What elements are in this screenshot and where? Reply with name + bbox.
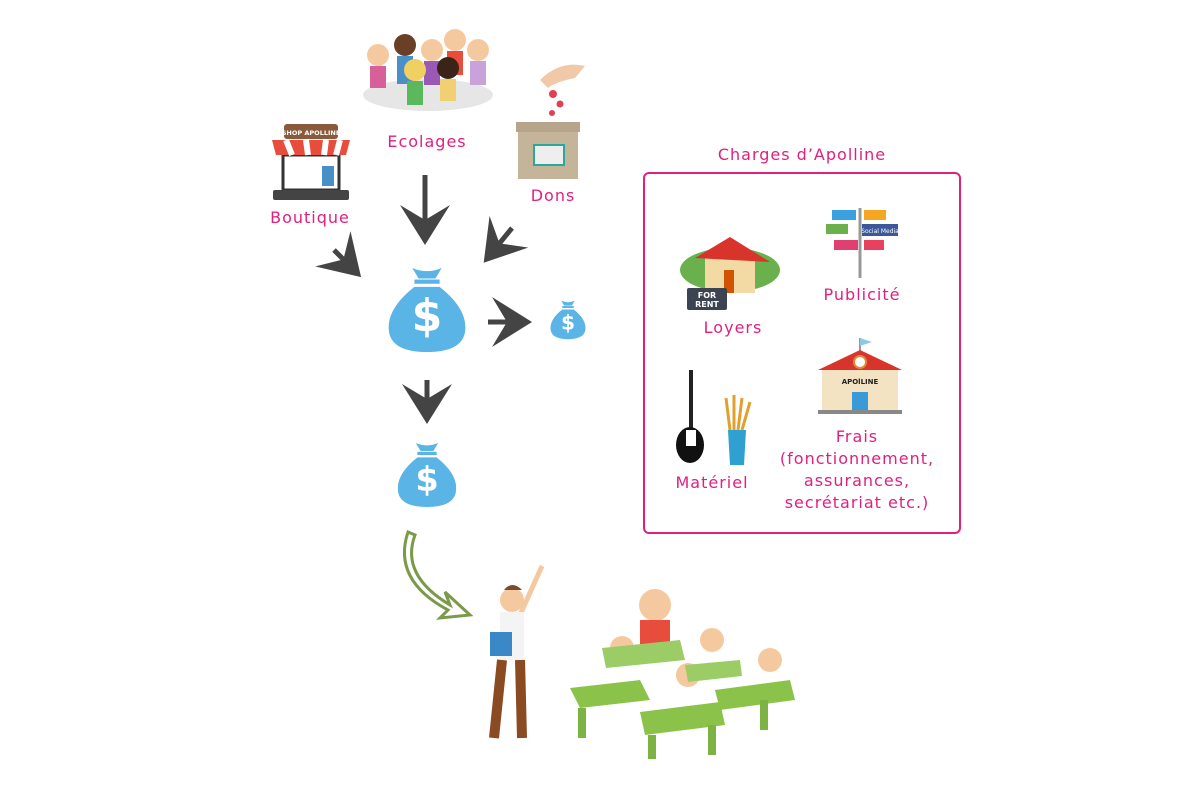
label-frais: Frais (fonctionnement, assurances, secré… [772, 426, 942, 514]
teacher-illustration [489, 564, 545, 739]
main-money-bag-icon [388, 268, 466, 352]
social-media-text: Social Media [861, 228, 899, 235]
guitar-and-pencils-illustration [676, 370, 752, 465]
frais-line: secrétariat etc.) [784, 493, 930, 512]
frais-line: assurances, [803, 471, 911, 490]
classroom-illustration [570, 589, 795, 759]
frais-line: Frais [835, 427, 879, 446]
label-dons: Dons [530, 186, 576, 205]
flow-arrows [315, 175, 532, 424]
label-loyers: Loyers [703, 318, 763, 337]
frais-line: (fonctionnement, [779, 449, 935, 468]
label-boutique: Boutique [270, 208, 350, 227]
for-rent-text: RENT [695, 300, 719, 309]
house-for-rent-illustration: FOR RENT [680, 237, 780, 310]
shop-sign-text: SHOP APOLLINE [282, 129, 341, 137]
arrow-dons [483, 215, 529, 263]
social-media-signpost-illustration: Social Media [826, 208, 899, 278]
donation-box-illustration [516, 64, 585, 179]
children-group-illustration [363, 29, 493, 111]
green-arrow-icon [403, 529, 474, 620]
arrow-boutique [315, 231, 362, 278]
online-shop-illustration: SHOP APOLLINE [272, 124, 350, 200]
label-materiel: Matériel [675, 473, 749, 492]
money-bag-icon [397, 443, 457, 507]
small-money-bag-icon [550, 300, 586, 340]
for-rent-text: FOR [698, 291, 716, 300]
charges-title: Charges d’Apolline [717, 145, 887, 164]
label-publicite: Publicité [823, 285, 901, 304]
school-building-illustration: APOlLINE [818, 338, 902, 414]
label-ecolages: Ecolages [387, 132, 467, 151]
charges-box [643, 172, 961, 534]
school-sign-text: APOlLINE [842, 378, 879, 386]
